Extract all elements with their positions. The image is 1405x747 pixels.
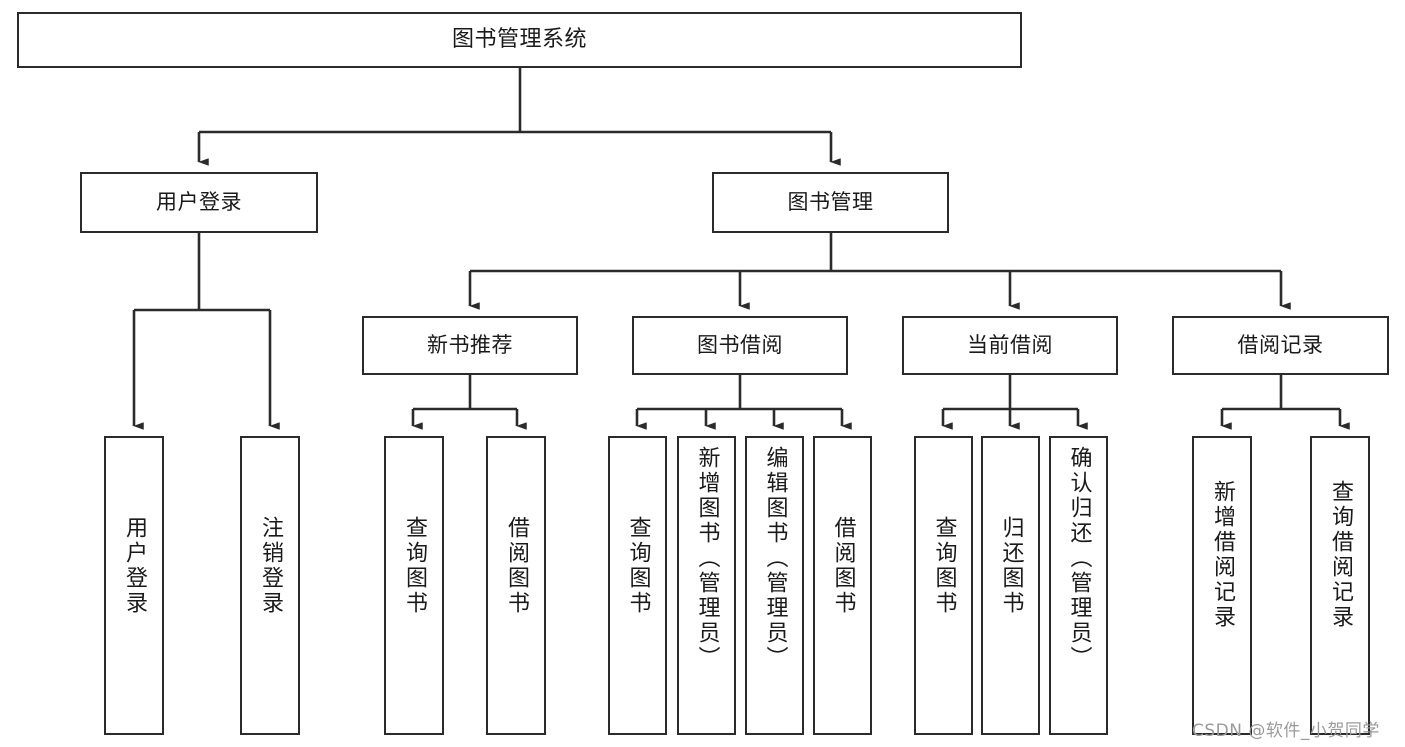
node-borrow-record[interactable]: 借阅记录 — [1172, 316, 1389, 375]
node-leaf-user-login-label: 用户登录 — [122, 516, 147, 616]
node-leaf-logout-label: 注销登录 — [258, 516, 283, 616]
node-new-book-recommend-label: 新书推荐 — [427, 332, 513, 357]
node-root-label: 图书管理系统 — [451, 26, 587, 52]
node-leaf-query-book-3[interactable]: 查询图书 — [914, 436, 973, 735]
node-leaf-query-book-1-label: 查询图书 — [402, 516, 427, 616]
node-leaf-add-book[interactable]: 新增图书（管理员） — [677, 436, 736, 735]
node-leaf-return-book-label: 归还图书 — [998, 516, 1024, 616]
node-leaf-edit-book-label: 编辑图书（管理员） — [762, 446, 788, 671]
node-leaf-query-book-2-label: 查询图书 — [625, 516, 651, 616]
node-borrow-record-label: 借阅记录 — [1237, 332, 1324, 357]
node-user-login[interactable]: 用户登录 — [80, 172, 318, 233]
node-user-login-label: 用户登录 — [156, 189, 242, 214]
node-leaf-confirm-return-label: 确认归还（管理员） — [1066, 446, 1092, 671]
node-current-borrow[interactable]: 当前借阅 — [902, 316, 1118, 375]
node-leaf-query-book-1[interactable]: 查询图书 — [384, 436, 444, 735]
node-new-book-recommend[interactable]: 新书推荐 — [362, 316, 578, 375]
node-leaf-borrow-book-1-label: 借阅图书 — [504, 516, 529, 616]
node-book-borrow[interactable]: 图书借阅 — [632, 316, 848, 375]
node-current-borrow-label: 当前借阅 — [967, 332, 1053, 357]
node-leaf-query-record-label: 查询借阅记录 — [1328, 480, 1353, 630]
node-leaf-add-record-label: 新增借阅记录 — [1210, 480, 1235, 630]
node-leaf-edit-book[interactable]: 编辑图书（管理员） — [745, 436, 804, 735]
node-root[interactable]: 图书管理系统 — [17, 12, 1022, 68]
node-leaf-query-book-3-label: 查询图书 — [931, 516, 957, 616]
node-leaf-user-login[interactable]: 用户登录 — [104, 436, 164, 735]
node-book-manage[interactable]: 图书管理 — [712, 172, 949, 233]
node-leaf-query-book-2[interactable]: 查询图书 — [608, 436, 667, 735]
node-leaf-add-book-label: 新增图书（管理员） — [694, 446, 720, 671]
node-book-manage-label: 图书管理 — [787, 189, 874, 214]
watermark: CSDN @软件_小贺同学 — [1192, 721, 1380, 741]
node-leaf-add-record[interactable]: 新增借阅记录 — [1192, 436, 1252, 735]
node-leaf-query-record[interactable]: 查询借阅记录 — [1310, 436, 1370, 735]
node-leaf-borrow-book-2-label: 借阅图书 — [830, 516, 856, 616]
node-leaf-return-book[interactable]: 归还图书 — [981, 436, 1040, 735]
node-leaf-confirm-return[interactable]: 确认归还（管理员） — [1049, 436, 1108, 735]
node-book-borrow-label: 图书借阅 — [697, 332, 783, 357]
node-leaf-logout[interactable]: 注销登录 — [240, 436, 300, 735]
node-leaf-borrow-book-2[interactable]: 借阅图书 — [813, 436, 872, 735]
node-leaf-borrow-book-1[interactable]: 借阅图书 — [486, 436, 546, 735]
